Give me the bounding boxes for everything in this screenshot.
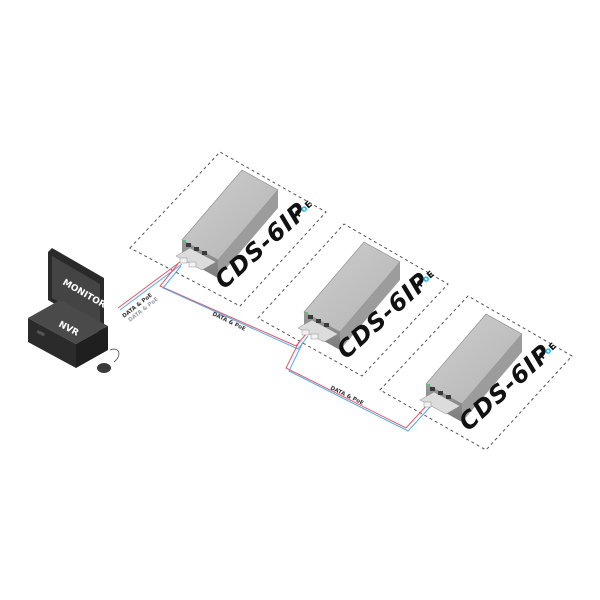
unit-frame-1	[129, 151, 327, 307]
unit-frame-3	[379, 295, 573, 451]
svg-text:PoE: PoE	[538, 342, 559, 362]
nvr: NVR	[28, 300, 108, 368]
unit-1-poe-p: P	[294, 208, 306, 220]
unit-3-poe-o: o	[543, 346, 554, 358]
unit-2	[297, 241, 401, 350]
unit-frame-2	[257, 223, 449, 377]
unit-1-poe-e: E	[303, 200, 314, 212]
unit-2-poe-p: P	[416, 278, 428, 290]
unit-2-poe-e: E	[425, 270, 436, 282]
monitor: MONITOR	[48, 248, 107, 334]
mouse	[97, 348, 120, 373]
unit-1	[175, 169, 279, 278]
svg-text:PoE: PoE	[294, 200, 315, 220]
unit-3-poe-p: P	[538, 350, 550, 362]
cable-unit2-to-unit3	[285, 339, 432, 432]
unit-3	[419, 313, 523, 422]
link-label-2: DATA & PoE	[329, 385, 364, 406]
unit-3-poe-e: E	[547, 342, 558, 354]
svg-text:PoE: PoE	[416, 270, 437, 290]
unit-2-poe-o: o	[421, 274, 432, 286]
unit-1-poe-o: o	[299, 204, 310, 216]
